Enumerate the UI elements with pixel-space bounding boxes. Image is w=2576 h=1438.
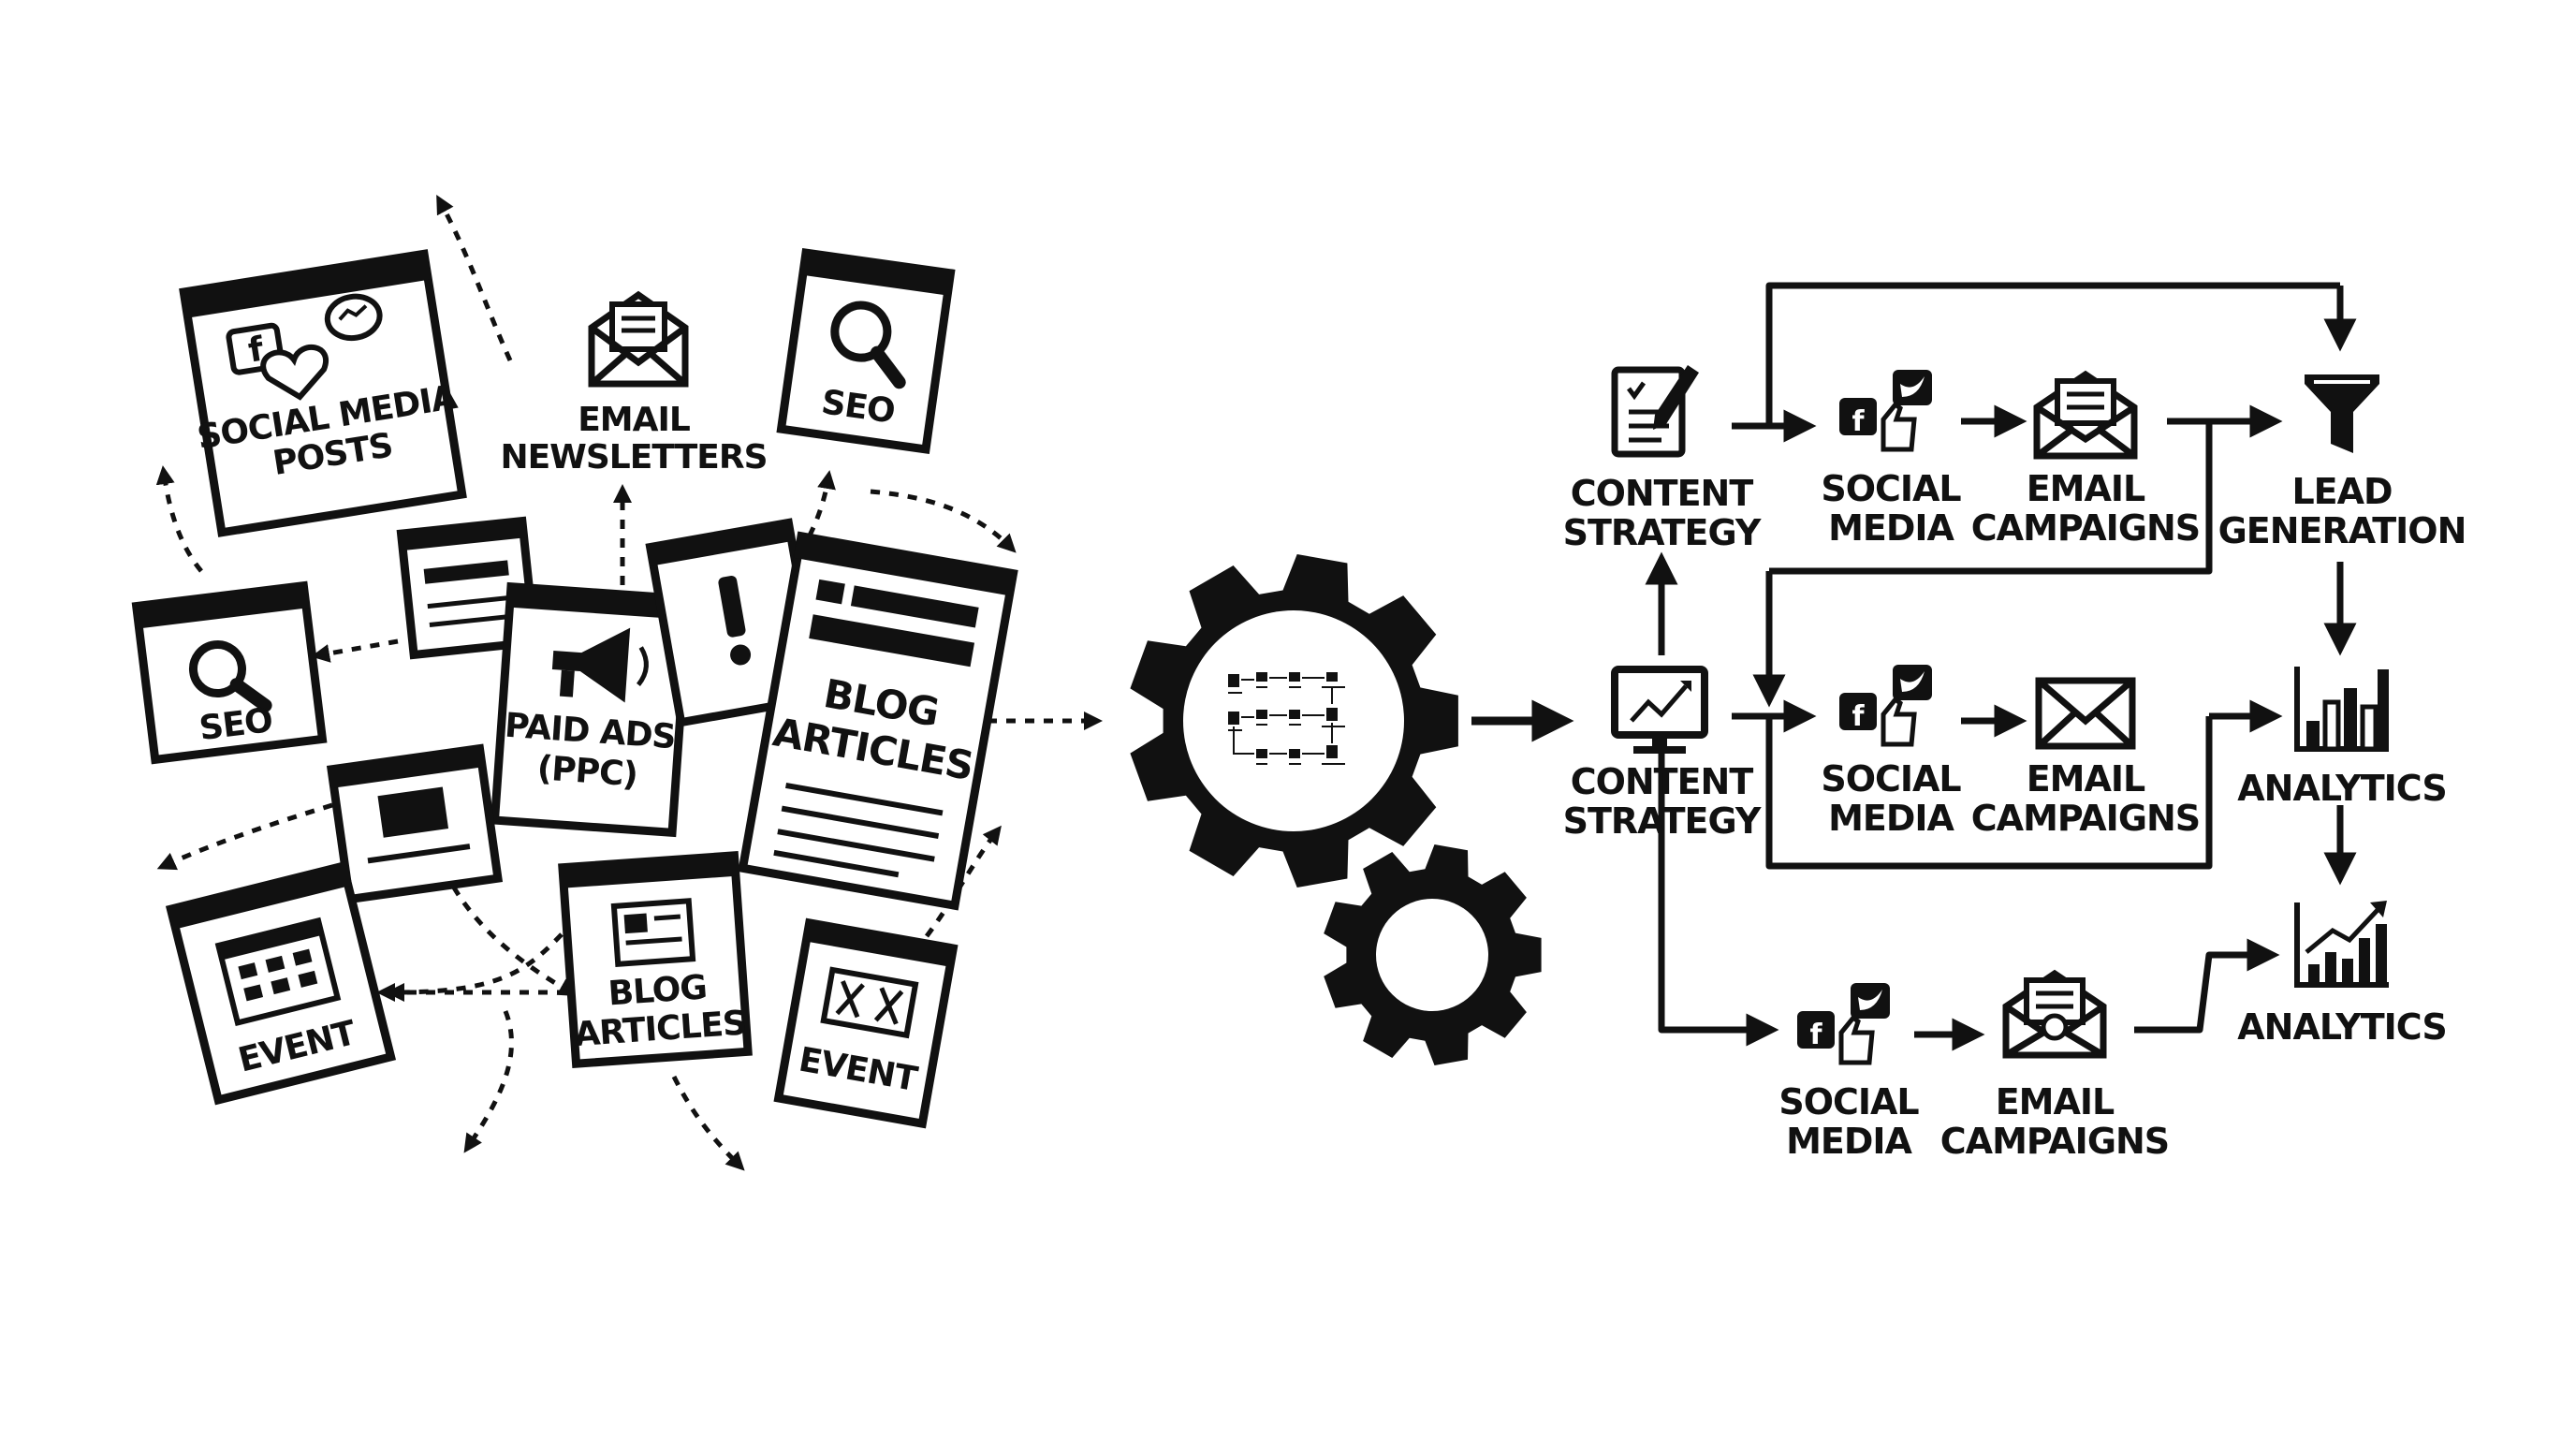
- card-seo-left: SEO: [131, 580, 328, 765]
- megaphone-icon: [551, 627, 649, 703]
- node-email-campaigns-3: EMAIL CAMPAIGNS: [1940, 969, 2170, 1162]
- card-event-bottom: EVENT: [773, 917, 959, 1129]
- thumbs-up-icon: [1881, 401, 1917, 452]
- node-social-media-1-line1: SOCIAL: [1821, 468, 1961, 509]
- social-icons: f: [1839, 370, 1932, 452]
- node-email-campaigns-2: EMAIL CAMPAIGNS: [1971, 677, 2201, 839]
- gear-engine: [1130, 554, 1542, 1065]
- node-content-strategy-1-line1: CONTENT: [1571, 473, 1754, 514]
- card-seo-top: SEO: [776, 247, 956, 455]
- node-analytics-2-label: ANALYTICS: [2237, 1006, 2446, 1048]
- thumbs-up-icon: [1838, 1014, 1875, 1065]
- node-social-media-3-line2: MEDIA: [1786, 1121, 1912, 1162]
- email-newsletters-line2: NEWSLETTERS: [500, 438, 767, 477]
- social-icons: f: [1797, 983, 1890, 1065]
- node-content-strategy-2-line1: CONTENT: [1571, 761, 1754, 802]
- node-content-strategy-2: CONTENT STRATEGY: [1563, 666, 1763, 842]
- node-analytics-1: ANALYTICS: [2237, 667, 2448, 809]
- envelope-icon: [2002, 969, 2107, 1059]
- node-analytics-1-label: ANALYTICS: [2237, 768, 2446, 809]
- facebook-icon: [1839, 398, 1877, 435]
- thumbs-up-icon: [1881, 696, 1917, 747]
- node-analytics-2: ANALYTICS: [2237, 901, 2448, 1048]
- svg-text:f: f: [1852, 405, 1865, 438]
- structured-flow: CONTENT STRATEGY f SOCIAL MEDIA EMAIL: [1563, 282, 2466, 1162]
- exclamation-icon: [718, 575, 752, 666]
- node-email-campaigns-3-line1: EMAIL: [1996, 1081, 2115, 1123]
- gear-small-hole: [1376, 899, 1488, 1011]
- growth-chart-icon: [2294, 901, 2389, 988]
- card-paid-ads-line2: (PPC): [536, 749, 639, 794]
- node-social-media-2-line1: SOCIAL: [1821, 758, 1961, 800]
- node-lead-generation-line1: LEAD: [2291, 471, 2392, 512]
- card-image: [326, 743, 504, 904]
- facebook-icon: [1839, 693, 1877, 730]
- card-blog-articles-bottom-line1: BLOG: [607, 968, 708, 1013]
- card-blank-top: [396, 516, 540, 660]
- bar-chart-icon: [2294, 667, 2389, 752]
- node-email-campaigns-1: EMAIL CAMPAIGNS: [1971, 370, 2201, 549]
- envelope-icon: [2035, 677, 2136, 750]
- node-social-media-1: f SOCIAL MEDIA: [1821, 370, 1962, 549]
- email-newsletters-line1: EMAIL: [578, 401, 690, 439]
- heart-icon: [260, 344, 329, 401]
- node-lead-generation: LEAD GENERATION: [2218, 374, 2466, 551]
- node-social-media-3: f SOCIAL MEDIA: [1778, 983, 1920, 1162]
- card-blog-articles-tall: BLOG ARTICLES: [738, 531, 1018, 911]
- card-blog-articles-bottom: BLOG ARTICLES: [558, 851, 753, 1068]
- svg-text:f: f: [1852, 700, 1865, 733]
- svg-text:f: f: [1809, 1019, 1822, 1051]
- flow-connectors: [1645, 282, 2357, 1051]
- node-lead-generation-line2: GENERATION: [2218, 510, 2466, 551]
- clipboard-pen-icon: [1611, 365, 1699, 458]
- node-social-media-2: f SOCIAL MEDIA: [1821, 665, 1962, 839]
- gear-inner-window: [1183, 610, 1404, 831]
- messenger-icon: [324, 293, 383, 342]
- magnifier-icon: [188, 639, 272, 712]
- card-seo-left-label: SEO: [198, 701, 275, 748]
- card-event-left: EVENT: [165, 860, 397, 1106]
- node-social-media-2-line2: MEDIA: [1828, 798, 1954, 839]
- card-social-media-posts: f SOCIAL MEDIA POSTS: [179, 249, 467, 537]
- email-newsletters: EMAIL NEWSLETTERS: [500, 290, 768, 477]
- node-content-strategy-1: CONTENT STRATEGY: [1563, 365, 1763, 553]
- node-email-campaigns-1-line2: CAMPAIGNS: [1971, 507, 2200, 549]
- facebook-icon: [1797, 1011, 1835, 1049]
- node-social-media-3-line1: SOCIAL: [1778, 1081, 1919, 1123]
- monitor-chart-icon: [1611, 666, 1708, 754]
- funnel-icon: [2305, 374, 2379, 453]
- social-icons: f: [1839, 665, 1932, 747]
- node-email-campaigns-3-line2: CAMPAIGNS: [1940, 1121, 2169, 1162]
- node-social-media-1-line2: MEDIA: [1828, 507, 1954, 549]
- magnifier-icon: [830, 301, 906, 389]
- node-email-campaigns-2-line1: EMAIL: [2027, 758, 2145, 800]
- mini-flowchart: [1228, 672, 1345, 765]
- envelope-icon: [2033, 370, 2138, 460]
- node-content-strategy-1-line2: STRATEGY: [1563, 512, 1762, 553]
- envelope-icon: [588, 290, 689, 388]
- calendar-icon: [214, 917, 342, 1027]
- node-email-campaigns-2-line2: CAMPAIGNS: [1971, 798, 2200, 839]
- node-email-campaigns-1-line1: EMAIL: [2027, 468, 2145, 509]
- node-content-strategy-2-line2: STRATEGY: [1563, 800, 1762, 842]
- chaos-cluster: f SOCIAL MEDIA POSTS EMAIL NEWSLETTERS: [131, 194, 1103, 1171]
